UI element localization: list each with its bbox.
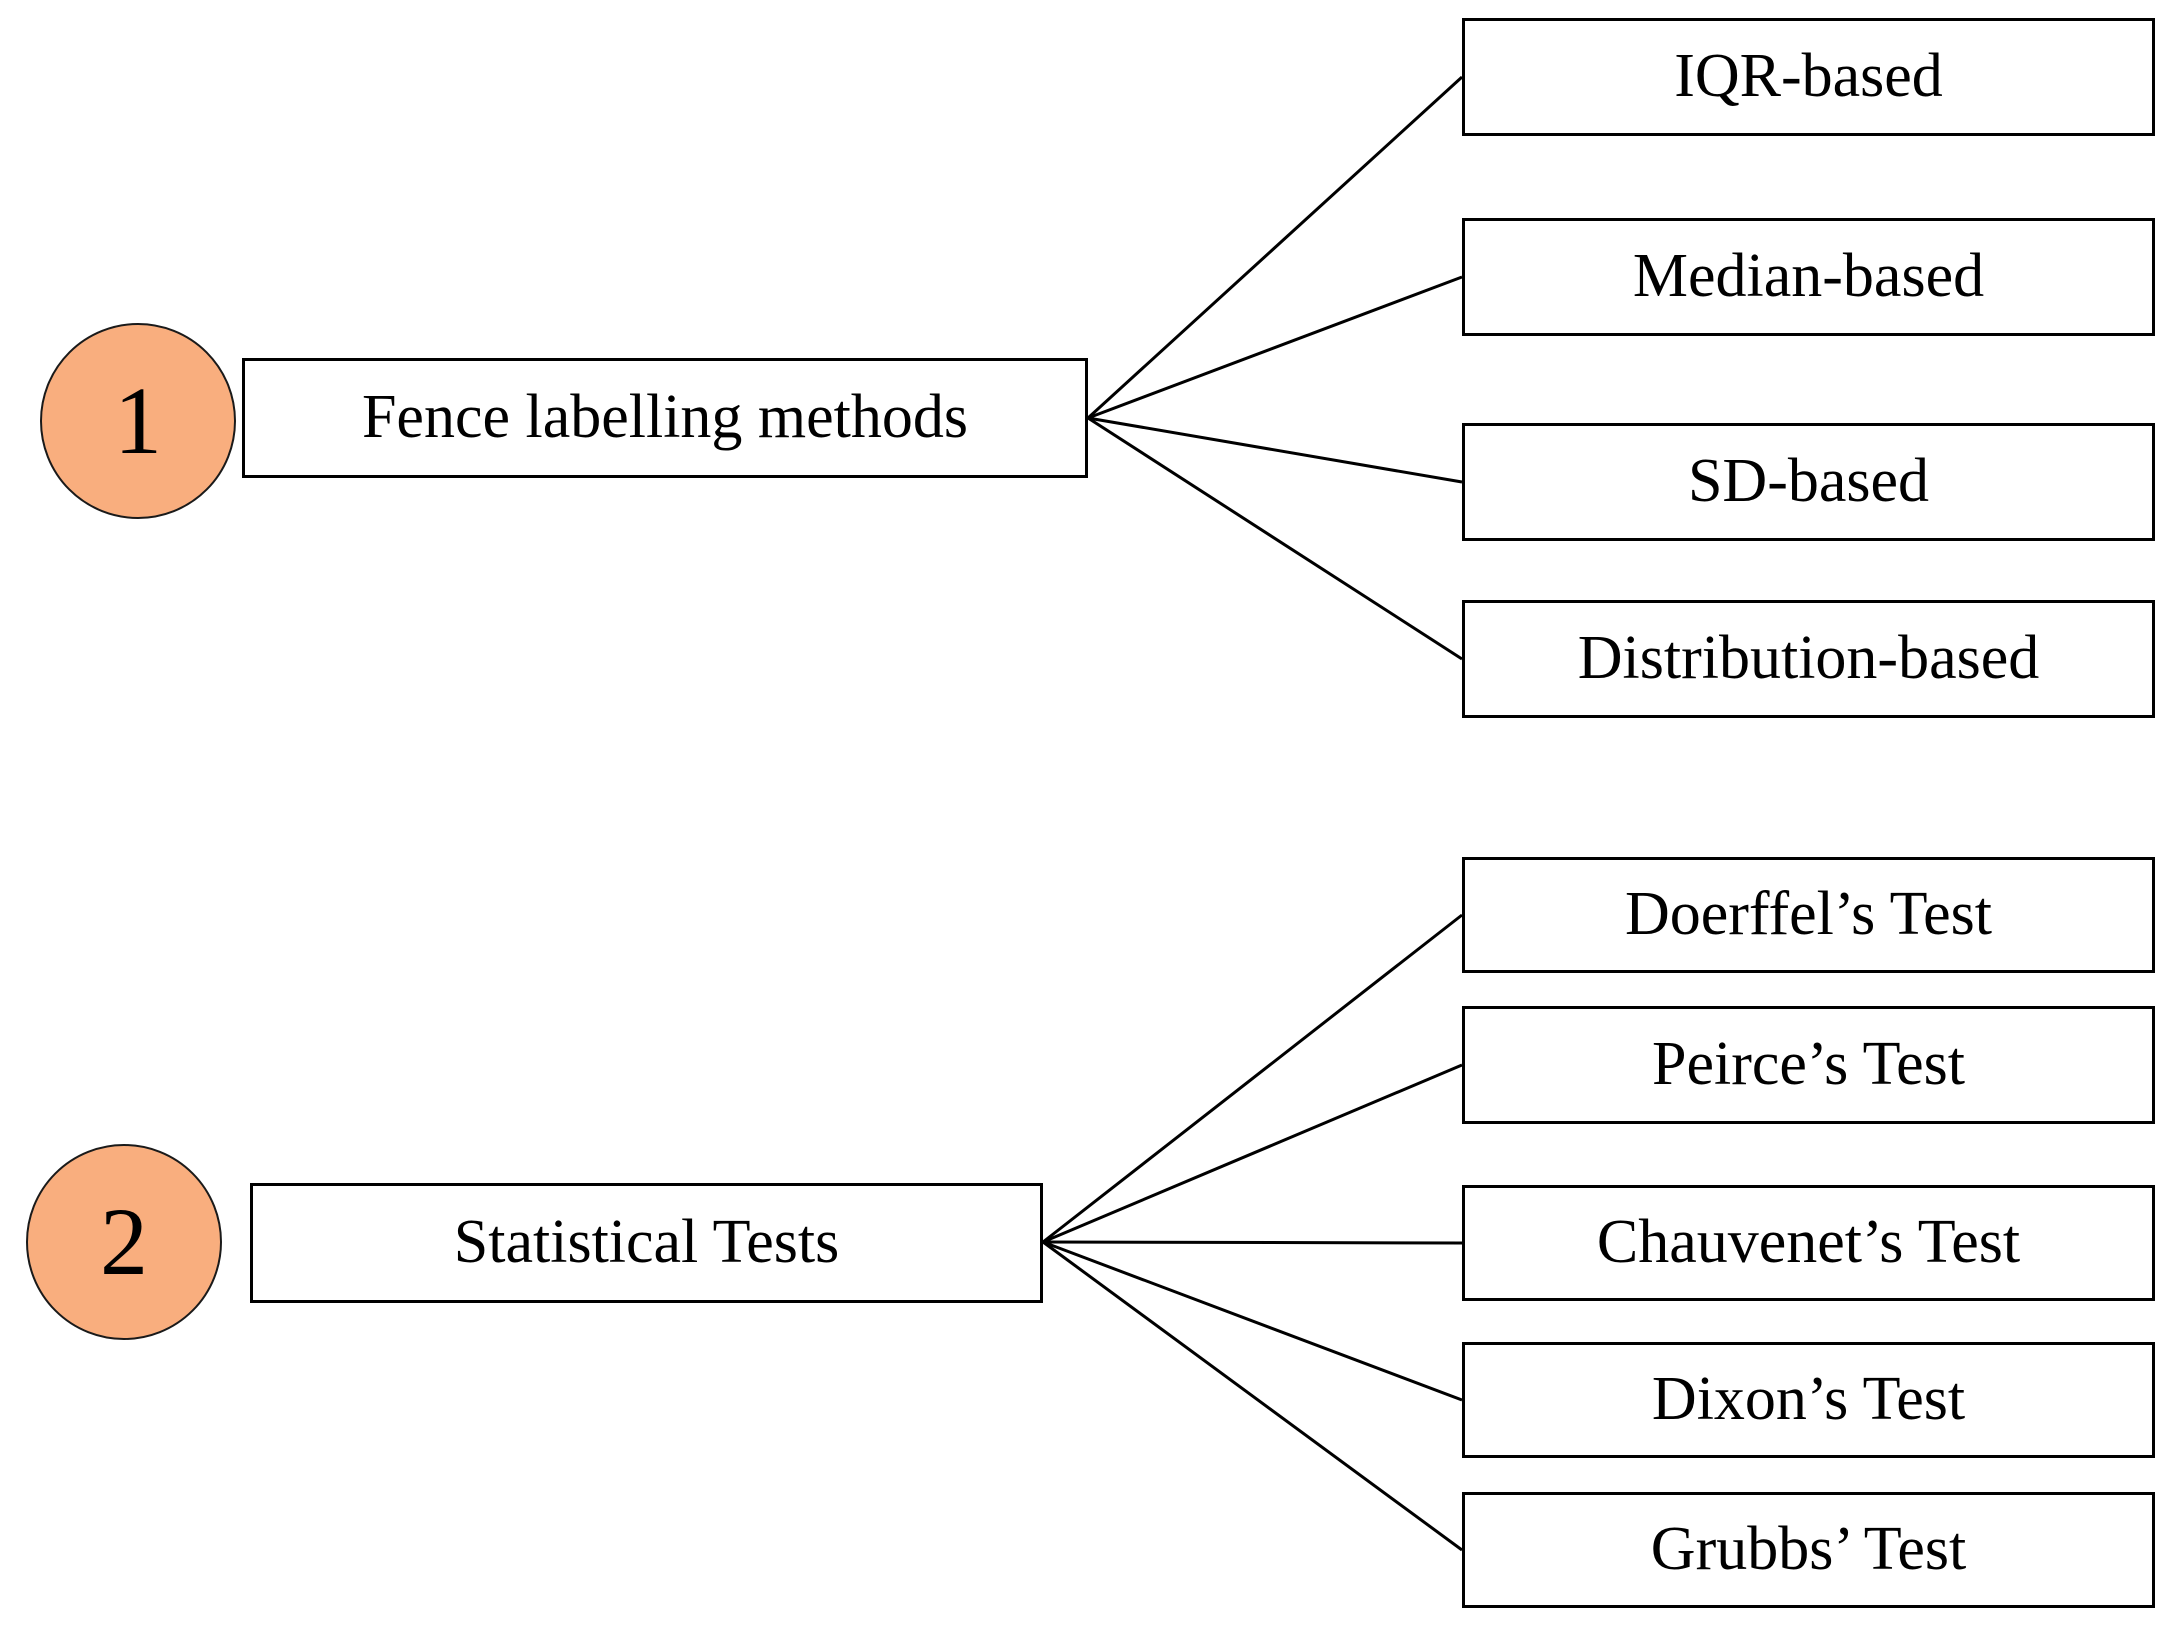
connector-2-grubbs-test — [1042, 1240, 1463, 1552]
group-badge-1-label: 1 — [114, 367, 162, 474]
leaf-node-grubbs-test[interactable]: Grubbs’ Test — [1462, 1492, 2155, 1608]
group-badge-1[interactable]: 1 — [40, 323, 236, 519]
leaf-node-sd-based-label: SD-based — [1687, 447, 1930, 516]
root-node-2-label: Statistical Tests — [453, 1208, 840, 1277]
leaf-node-sd-based[interactable]: SD-based — [1462, 423, 2155, 541]
connector-1-distribution-based — [1087, 416, 1463, 661]
root-node-fence-labelling-methods[interactable]: Fence labelling methods — [242, 358, 1088, 478]
leaf-node-dixons-test-label: Dixon’s Test — [1651, 1365, 1966, 1434]
connector-group-2 — [1042, 913, 1463, 1552]
leaf-node-iqr-based-label: IQR-based — [1674, 42, 1943, 111]
root-node-1-label: Fence labelling methods — [361, 383, 969, 452]
connector-1-sd-based — [1087, 416, 1463, 484]
connector-2-chauvenets-test — [1042, 1240, 1463, 1245]
leaf-node-median-based-label: Median-based — [1632, 242, 1985, 311]
leaf-node-doerffels-test-label: Doerffel’s Test — [1624, 880, 1992, 949]
leaf-node-median-based[interactable]: Median-based — [1462, 218, 2155, 336]
connector-2-peirces-test — [1042, 1063, 1463, 1244]
leaf-node-iqr-based[interactable]: IQR-based — [1462, 18, 2155, 136]
connector-1-iqr-based — [1086, 75, 1464, 420]
connector-2-doerffels-test — [1042, 913, 1463, 1244]
connector-2-dixons-test — [1042, 1240, 1463, 1402]
leaf-node-grubbs-test-label: Grubbs’ Test — [1650, 1515, 1967, 1584]
connector-1-median-based — [1087, 275, 1463, 420]
group-badge-2-label: 2 — [100, 1188, 148, 1295]
group-badge-2[interactable]: 2 — [26, 1144, 222, 1340]
leaf-node-peirces-test-label: Peirce’s Test — [1651, 1030, 1966, 1099]
leaf-node-peirces-test[interactable]: Peirce’s Test — [1462, 1006, 2155, 1124]
root-node-statistical-tests[interactable]: Statistical Tests — [250, 1183, 1043, 1303]
leaf-node-chauvenets-test-label: Chauvenet’s Test — [1596, 1208, 2021, 1277]
leaf-node-dixons-test[interactable]: Dixon’s Test — [1462, 1342, 2155, 1458]
leaf-node-doerffels-test[interactable]: Doerffel’s Test — [1462, 857, 2155, 973]
leaf-node-distribution-based-label: Distribution-based — [1577, 624, 2040, 693]
connector-group-1 — [1086, 75, 1464, 661]
leaf-node-distribution-based[interactable]: Distribution-based — [1462, 600, 2155, 718]
leaf-node-chauvenets-test[interactable]: Chauvenet’s Test — [1462, 1185, 2155, 1301]
